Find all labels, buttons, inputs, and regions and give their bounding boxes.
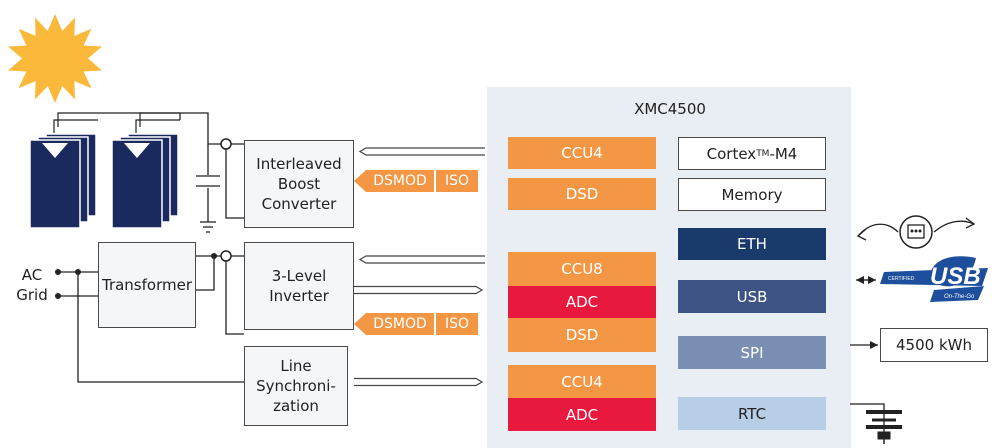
arrow-inverter-to-adc [354, 285, 484, 295]
peripheral-wiring [850, 276, 885, 432]
iso-tag-1: ISO [436, 170, 478, 192]
arrow-ccu4-to-boost [358, 147, 485, 156]
block-rtc: RTC [678, 397, 826, 430]
bus-arrows [354, 147, 485, 387]
block-dsd-2: DSD [508, 318, 656, 352]
line-sync-box: Line Synchroni- zation [244, 346, 348, 426]
usb-logo: CERTIFIED USB On-The-Go [880, 256, 988, 302]
dsmod-tag-1: DSMOD [366, 170, 434, 192]
energy-meter-box: 4500 kWh [880, 328, 988, 362]
ethernet-icon [856, 215, 976, 249]
cortex-prefix: Cortex [706, 144, 757, 163]
dsmod-tag-2: DSMOD [366, 313, 434, 335]
cortex-suffix: -M4 [769, 144, 798, 163]
block-ccu8: CCU8 [508, 252, 656, 286]
solar-panel-2 [111, 112, 184, 229]
block-ccu4-1: CCU4 [508, 137, 656, 169]
dsmod-tip-1 [354, 170, 366, 192]
block-ccu4-2: CCU4 [508, 365, 656, 398]
solar-panel-1 [29, 112, 102, 229]
grid-terminal-2 [55, 293, 61, 299]
inverter-box: 3-Level Inverter [244, 242, 354, 330]
iso-tag-2: ISO [436, 313, 478, 335]
ac-grid-label: AC Grid [16, 266, 48, 304]
usb-logo-tagline-top: CERTIFIED [888, 276, 915, 282]
arrow-ccu8-to-inverter [358, 255, 485, 264]
block-spi: SPI [678, 336, 826, 369]
block-usb: USB [678, 280, 826, 313]
block-adc-2: ADC [508, 398, 656, 431]
transformer-box: Transformer [98, 242, 196, 328]
boost-converter-box: Interleaved Boost Converter [244, 140, 354, 228]
sun-icon [8, 14, 102, 103]
mcu-title: XMC4500 [634, 100, 706, 118]
current-sensor-2 [220, 250, 232, 262]
dsmod-tip-2 [354, 313, 366, 335]
grid-wiring [58, 255, 244, 383]
pv-wiring [102, 112, 244, 233]
block-adc-1: ADC [508, 286, 656, 318]
junction-dot [211, 253, 217, 259]
block-memory: Memory [678, 178, 826, 211]
grid-terminal-1 [55, 269, 61, 275]
grid-junction [75, 269, 81, 275]
arrow-sync-to-ccu4 [354, 377, 484, 387]
usb-logo-text: USB [930, 263, 981, 290]
cortex-tm: TM [756, 148, 770, 159]
current-sensor-1 [220, 138, 232, 150]
block-dsd-1: DSD [508, 178, 656, 210]
block-eth: ETH [678, 228, 826, 260]
usb-logo-tagline-bottom: On-The-Go [944, 294, 975, 300]
battery-icon [866, 410, 902, 444]
